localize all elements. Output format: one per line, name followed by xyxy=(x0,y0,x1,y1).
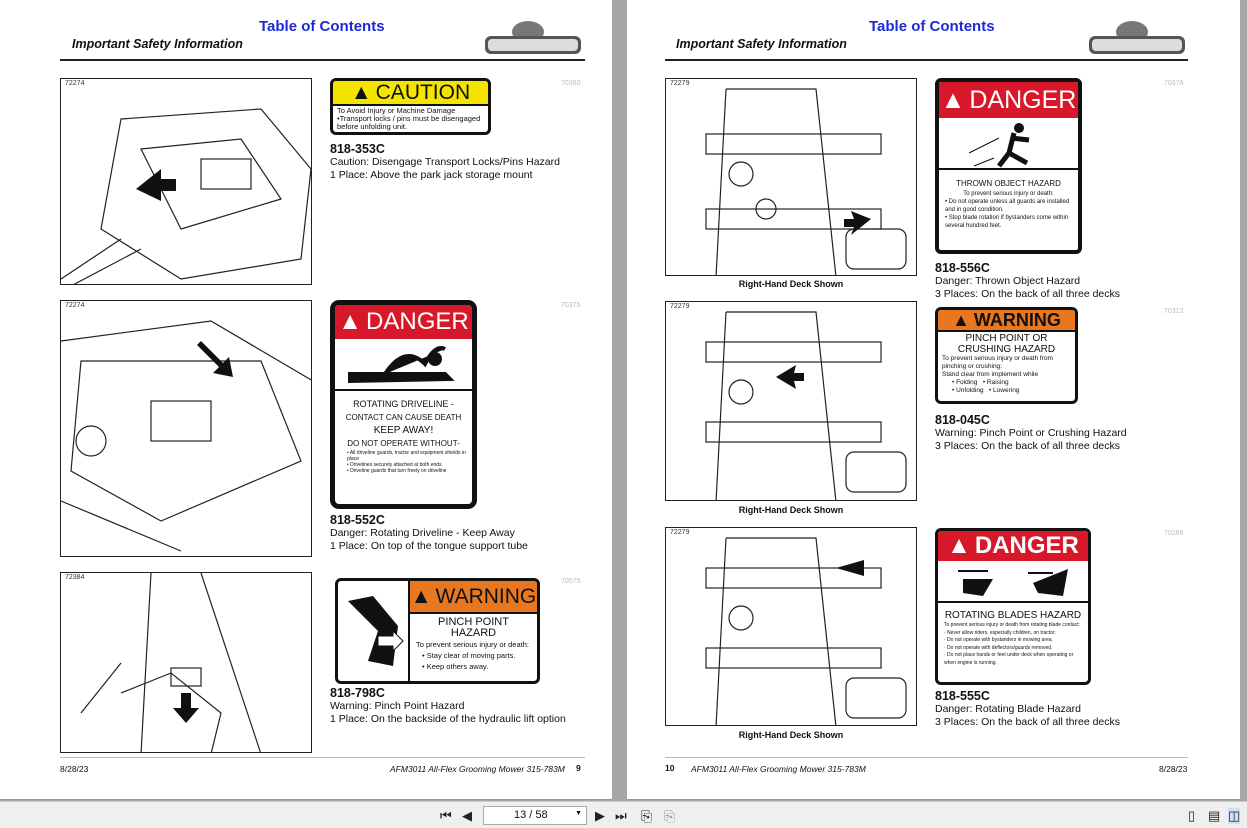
decal-id: 70376 xyxy=(1164,80,1184,87)
section-title: Important Safety Information xyxy=(676,37,847,51)
thrown-object-pictogram xyxy=(939,118,1078,170)
machine-drawing xyxy=(61,108,311,284)
deck-drawing xyxy=(705,88,907,275)
warning-triangle-icon: ▲ xyxy=(947,532,971,559)
decal-id: 70312 xyxy=(1164,308,1184,315)
machine-drawing xyxy=(80,573,261,752)
figure-caption: Right-Hand Deck Shown xyxy=(738,279,844,289)
figure-hydraulic-lift: 72384 xyxy=(60,572,312,753)
decal-id: 70575 xyxy=(561,578,581,585)
figure-caption: Right-Hand Deck Shown xyxy=(738,505,844,515)
fit-page-icon[interactable]: ⎘ xyxy=(664,808,676,824)
arrow-icon xyxy=(197,341,233,377)
part-number: 818-552C xyxy=(330,513,385,527)
arrow-icon xyxy=(776,365,804,389)
left-page: Table of Contents Important Safety Infor… xyxy=(0,0,612,800)
warning-triangle-icon: ▲ xyxy=(350,80,372,104)
warning-triangle-icon: ▲ xyxy=(410,584,432,608)
last-page-button[interactable]: ⏭ xyxy=(615,808,627,823)
decal-id: 70375 xyxy=(561,302,581,309)
section-title: Important Safety Information xyxy=(72,37,243,51)
header-rule xyxy=(60,59,585,61)
footer-rule xyxy=(60,757,585,758)
figure-deck-3: 72279 xyxy=(665,527,917,726)
figure-deck-1: 72279 xyxy=(665,78,917,276)
warning-triangle-icon: ▲ xyxy=(940,85,966,114)
arrow-icon xyxy=(173,693,199,723)
warning-triangle-icon: ▲ xyxy=(338,308,363,335)
arrow-icon xyxy=(136,169,176,201)
part-number: 818-353C xyxy=(330,142,385,156)
footer-rule xyxy=(665,757,1188,758)
part-description: Caution: Disengage Transport Locks/Pins … xyxy=(330,156,560,181)
deck-drawing xyxy=(705,311,907,500)
footer-doc: AFM3011 All-Flex Grooming Mower 315-783M xyxy=(390,764,565,774)
deck-drawing xyxy=(705,537,907,725)
part-number: 818-798C xyxy=(330,686,385,700)
footer-date: 8/28/23 xyxy=(1159,764,1188,774)
page-number: 9 xyxy=(576,763,581,773)
page-number: 10 xyxy=(665,763,675,773)
footer-date: 8/28/23 xyxy=(60,764,89,774)
part-number: 818-556C xyxy=(935,261,990,275)
hand-pinch-pictogram xyxy=(348,581,410,681)
right-page: Table of Contents Important Safety Infor… xyxy=(627,0,1240,800)
page-title: Table of Contents xyxy=(259,18,385,35)
single-page-view-icon[interactable]: ▯ xyxy=(1188,808,1196,823)
footer-doc: AFM3011 All-Flex Grooming Mower 315-783M xyxy=(691,764,866,774)
warning-triangle-icon: ▲ xyxy=(952,309,970,330)
entanglement-pictogram xyxy=(335,339,472,391)
caution-decal: ▲CAUTION To Avoid Injury or Machine Dama… xyxy=(330,78,491,135)
first-page-button[interactable]: ⏮ xyxy=(440,808,452,823)
page-title: Table of Contents xyxy=(869,18,995,35)
pdf-toolbar: ⏮ ◀ 13 / 58▼ ▶ ⏭ ⎘ ⎘ ▯ ▤ ◫ xyxy=(0,801,1247,828)
arrow-icon xyxy=(844,211,871,235)
figure-caption: Right-Hand Deck Shown xyxy=(738,730,844,740)
figure-park-jack: 72274 xyxy=(60,78,312,285)
figure-deck-2: 72279 xyxy=(665,301,917,501)
header-rule xyxy=(665,59,1188,61)
next-page-button[interactable]: ▶ xyxy=(595,808,605,823)
figure-tongue: 72274 xyxy=(60,300,312,557)
part-number: 818-045C xyxy=(935,413,990,427)
arrow-icon xyxy=(836,560,864,576)
chevron-down-icon: ▼ xyxy=(575,810,582,817)
page-selector[interactable]: 13 / 58▼ xyxy=(483,806,587,825)
two-page-view-icon[interactable]: ◫ xyxy=(1228,808,1241,824)
decal-id: 70380 xyxy=(561,80,581,87)
decal-id: 70266 xyxy=(1164,530,1184,537)
land-pride-logo xyxy=(1089,21,1185,54)
rotate-icon[interactable]: ⎘ xyxy=(641,808,653,824)
part-number: 818-555C xyxy=(935,689,990,703)
previous-page-button[interactable]: ◀ xyxy=(462,808,472,823)
danger-decal: ▲DANGER ROTATING DRIVELINE -CONTACT CAN … xyxy=(330,300,477,509)
continuous-view-icon[interactable]: ▤ xyxy=(1208,808,1221,823)
land-pride-logo xyxy=(485,21,581,54)
blade-pictogram xyxy=(938,561,1088,603)
machine-drawing xyxy=(61,320,311,552)
